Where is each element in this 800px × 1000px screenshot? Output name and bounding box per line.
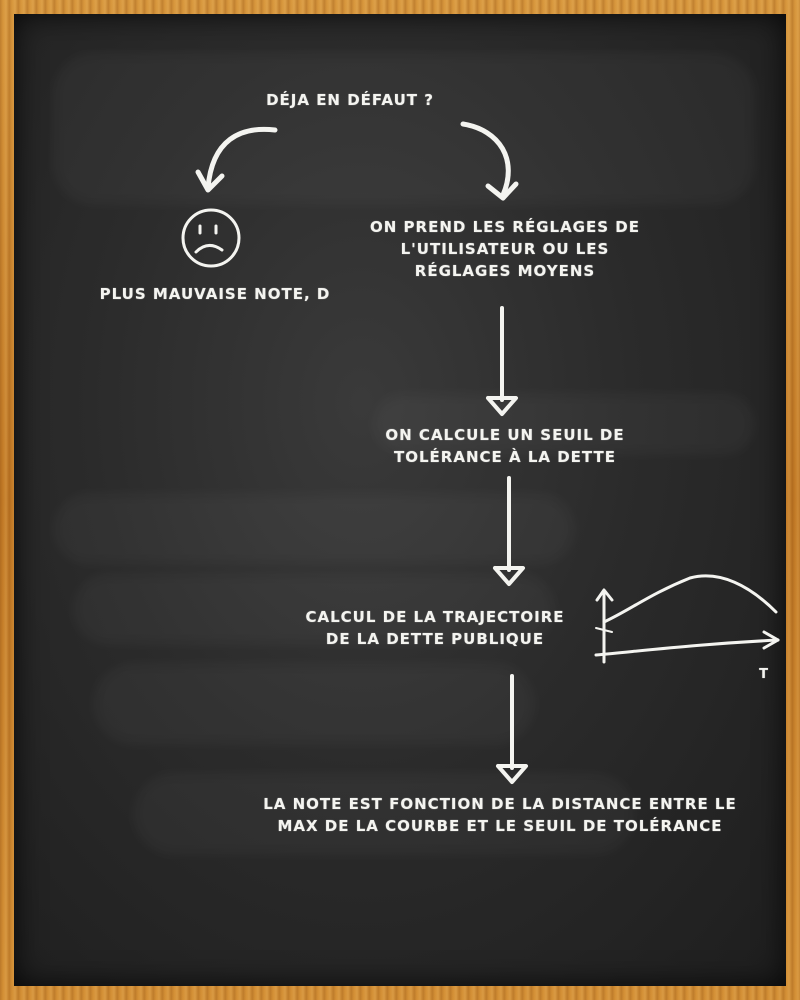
- curved-arrow-right: [460, 121, 511, 198]
- sad-face-icon: [181, 208, 241, 268]
- step2-line2: tolérance à la dette: [394, 448, 616, 466]
- arrowhead-step3-step4: [496, 764, 528, 784]
- step2-text: On calcule un seuil de tolérance à la de…: [360, 424, 650, 468]
- arrowhead-step1-step2: [486, 396, 518, 416]
- step4-line2: max de la courbe et le seuil de toléranc…: [277, 817, 723, 835]
- left-result-label: Plus mauvaise note, D: [99, 285, 331, 303]
- step3-line2: de la dette publique: [325, 630, 545, 648]
- arrowhead-step2-step3: [493, 566, 525, 586]
- step3-text: Calcul de la trajectoire de la dette pub…: [290, 606, 580, 650]
- debt-trajectory-sketch: [594, 574, 780, 664]
- step3-line1: Calcul de la trajectoire: [305, 608, 565, 626]
- step1-line2: l'utilisateur ou les: [400, 240, 610, 258]
- arrowhead-left: [195, 169, 225, 193]
- start-question: Déja en défaut ?: [266, 91, 434, 109]
- chalkboard: [14, 14, 786, 986]
- step2-line1: On calcule un seuil de: [385, 426, 625, 444]
- step4-line1: La note est fonction de la distance entr…: [263, 795, 737, 813]
- step4-text: La note est fonction de la distance entr…: [220, 793, 780, 837]
- step1-line1: On prend les réglages de: [370, 218, 640, 236]
- step1-line3: réglages moyens: [414, 262, 596, 280]
- curved-arrow-left: [205, 126, 278, 191]
- step1-text: On prend les réglages de l'utilisateur o…: [360, 216, 650, 282]
- graph-axis-label: t: [759, 667, 769, 682]
- arrowhead-right: [485, 181, 519, 201]
